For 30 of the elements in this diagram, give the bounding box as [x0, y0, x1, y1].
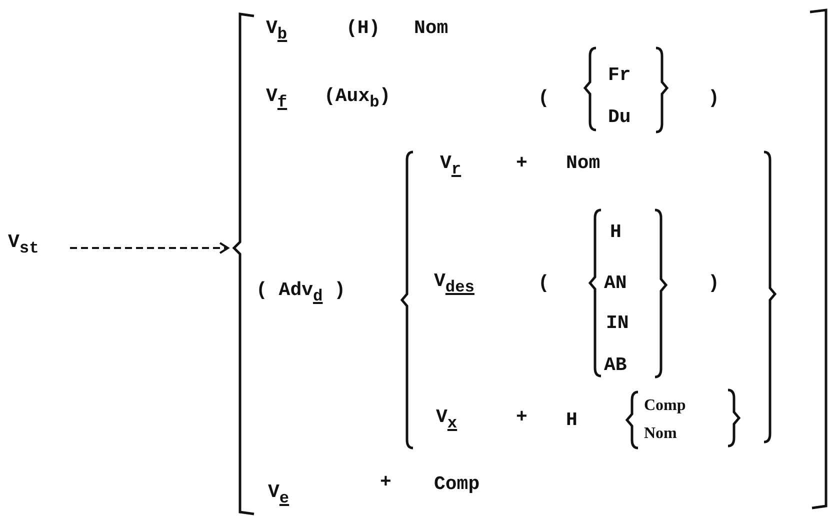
symbol-label: (Aux$_{b}$)	[324, 86, 391, 106]
symbol-label: )	[708, 88, 720, 108]
symbol-label: Comp	[434, 474, 480, 494]
symbol-label: IN	[606, 313, 629, 333]
symbol-label: V$_{f}$	[266, 86, 288, 106]
symbol-label: AN	[604, 273, 627, 293]
symbol-label: Nom	[566, 153, 600, 173]
symbol-label: )	[708, 273, 720, 293]
symbol-label: V$_{x}$	[436, 407, 458, 427]
symbol-label: H	[566, 410, 578, 430]
symbol-label: (	[538, 88, 550, 108]
symbol-label: +	[516, 153, 528, 173]
symbol-label: (	[538, 273, 550, 293]
symbol-label: Nom	[414, 18, 448, 38]
symbol-label: Nom	[644, 424, 677, 444]
symbol-label: V$_{r}$	[440, 153, 462, 173]
dashed-arrow	[70, 242, 229, 254]
symbol-label: V$_{e}$	[268, 482, 290, 502]
symbol-label: Comp	[644, 396, 686, 416]
symbol-label: +	[380, 472, 392, 492]
symbol-label: ( Adv$_{d}$ )	[256, 280, 346, 300]
symbol-label: +	[516, 407, 528, 427]
symbol-label: V$_{b}$	[266, 18, 288, 38]
symbol-label: Du	[608, 107, 631, 127]
symbol-label: V$_{st}$	[8, 231, 39, 253]
symbol-label: (H)	[346, 18, 380, 38]
symbol-label: AB	[604, 355, 627, 375]
symbol-label: H	[610, 222, 622, 242]
symbol-label: V$_{des}$	[434, 271, 474, 291]
symbol-label: Fr	[608, 65, 631, 85]
